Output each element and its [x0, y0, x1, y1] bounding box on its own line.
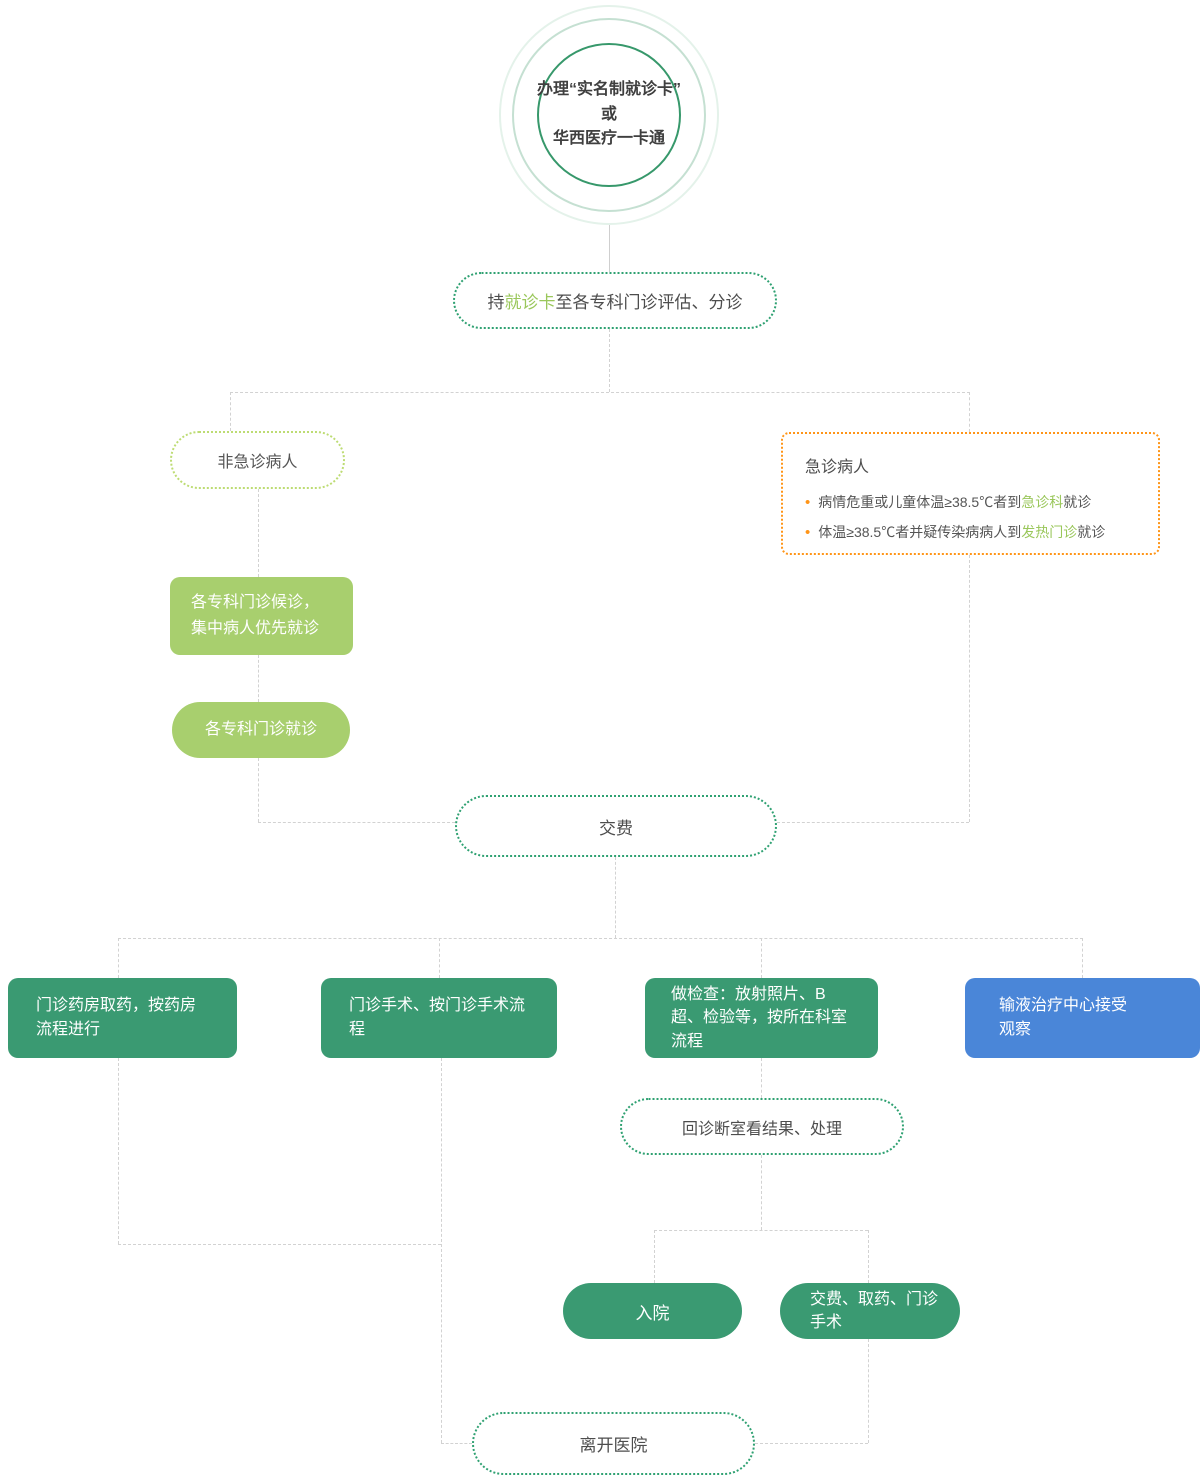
connector-emergency-down	[969, 555, 970, 822]
connector-payment-down	[615, 857, 616, 938]
admission-label: 入院	[635, 1303, 670, 1323]
start-line-1: 办理“实名制就诊卡”	[537, 80, 682, 98]
bullet1-text: 病情危重或儿童体温≥38.5℃者到急诊科就诊	[818, 494, 1092, 510]
connector-surgery-down	[441, 1058, 442, 1443]
emergency-node: 急诊病人 • 病情危重或儿童体温≥38.5℃者到急诊科就诊 • 体温≥38.5℃…	[781, 432, 1160, 555]
pharmacy-label: 门诊药房取药，按药房流程进行	[36, 997, 197, 1038]
payment-label: 交费	[599, 818, 633, 838]
connector-start-to-triage	[609, 225, 610, 278]
connector-split-top	[230, 392, 970, 393]
emergency-bullet-1: • 病情危重或儿童体温≥38.5℃者到急诊科就诊	[805, 488, 1136, 518]
leave-node: 离开医院	[472, 1412, 755, 1475]
connector-pay2-down	[868, 1339, 869, 1443]
pharmacy-node: 门诊药房取药，按药房流程进行	[8, 978, 237, 1058]
bullet2-highlight: 发热门诊	[1021, 524, 1078, 540]
infusion-label: 输液治疗中心接受观察	[999, 997, 1128, 1038]
infusion-node: 输液治疗中心接受观察	[965, 978, 1200, 1058]
triage-prefix: 持	[487, 293, 505, 312]
waiting-node: 各专科门诊候诊，集中病人优先就诊	[170, 577, 353, 655]
start-node: 办理“实名制就诊卡” 或 华西医疗一卡通	[537, 43, 681, 187]
clinic-visit-node: 各专科门诊就诊	[172, 702, 350, 758]
connector-tests-to-review	[761, 1058, 762, 1098]
connector-right-to-leave	[755, 1443, 868, 1444]
connector-row-split	[118, 938, 1083, 939]
pay-medicine-surgery-label: 交费、取药、门诊手术	[810, 1290, 939, 1331]
waiting-label: 各专科门诊候诊，集中病人优先就诊	[191, 594, 320, 637]
connector-pharmacy-merge	[118, 1244, 441, 1245]
emergency-bullet-2: • 体温≥38.5℃者并疑传染病病人到发热门诊就诊	[805, 518, 1136, 548]
start-node-outer-ring: 办理“实名制就诊卡” 或 华西医疗一卡通	[499, 5, 719, 225]
triage-suffix: 至各专科门诊评估、分诊	[555, 293, 743, 312]
non-emergency-node: 非急诊病人	[170, 431, 345, 489]
connector-to-infusion	[1082, 938, 1083, 978]
triage-highlight: 就诊卡	[504, 293, 556, 312]
start-line-2: 或	[600, 105, 617, 123]
connector-to-pharmacy	[118, 938, 119, 978]
connector-triage-down	[609, 329, 610, 392]
connector-review-split	[654, 1230, 868, 1231]
connector-left-to-payment	[258, 822, 455, 823]
tests-node: 做检查：放射照片、B超、检验等，按所在科室流程	[645, 978, 878, 1058]
surgery-label: 门诊手术、按门诊手术流程	[349, 997, 526, 1038]
non-emergency-label: 非急诊病人	[217, 454, 298, 471]
connector-left-to-leave	[441, 1443, 472, 1444]
pay-medicine-surgery-node: 交费、取药、门诊手术	[780, 1283, 960, 1339]
review-label: 回诊断室看结果、处理	[681, 1120, 842, 1138]
bullet-dot-icon: •	[805, 494, 811, 511]
connector-right-to-payment	[777, 822, 969, 823]
bullet1-highlight: 急诊科	[1021, 494, 1064, 510]
connector-nonemerg-to-waiting	[258, 489, 259, 577]
payment-node: 交费	[455, 795, 777, 857]
bullet2-text: 体温≥38.5℃者并疑传染病病人到发热门诊就诊	[818, 524, 1106, 540]
leave-label: 离开医院	[579, 1436, 648, 1455]
admission-node: 入院	[563, 1283, 742, 1339]
tests-label: 做检查：放射照片、B超、检验等，按所在科室流程	[671, 986, 848, 1050]
connector-to-emergency	[969, 392, 970, 432]
connector-waiting-to-clinic	[258, 655, 259, 702]
triage-node: 持就诊卡至各专科门诊评估、分诊	[453, 272, 777, 329]
clinic-visit-label: 各专科门诊就诊	[204, 721, 317, 739]
emergency-title: 急诊病人	[805, 459, 870, 476]
surgery-node: 门诊手术、按门诊手术流程	[321, 978, 557, 1058]
connector-to-pay2	[868, 1230, 869, 1283]
connector-to-non-emergency	[230, 392, 231, 431]
start-node-mid-ring: 办理“实名制就诊卡” 或 华西医疗一卡通	[512, 18, 706, 212]
connector-to-admission	[654, 1230, 655, 1283]
review-node: 回诊断室看结果、处理	[620, 1098, 904, 1155]
bullet-dot-icon: •	[805, 524, 811, 541]
connector-review-down	[761, 1155, 762, 1230]
connector-to-tests	[761, 938, 762, 978]
start-line-3: 华西医疗一卡通	[552, 130, 665, 148]
connector-to-surgery	[439, 938, 440, 978]
connector-pharmacy-down	[118, 1058, 119, 1244]
connector-clinic-down	[258, 758, 259, 822]
